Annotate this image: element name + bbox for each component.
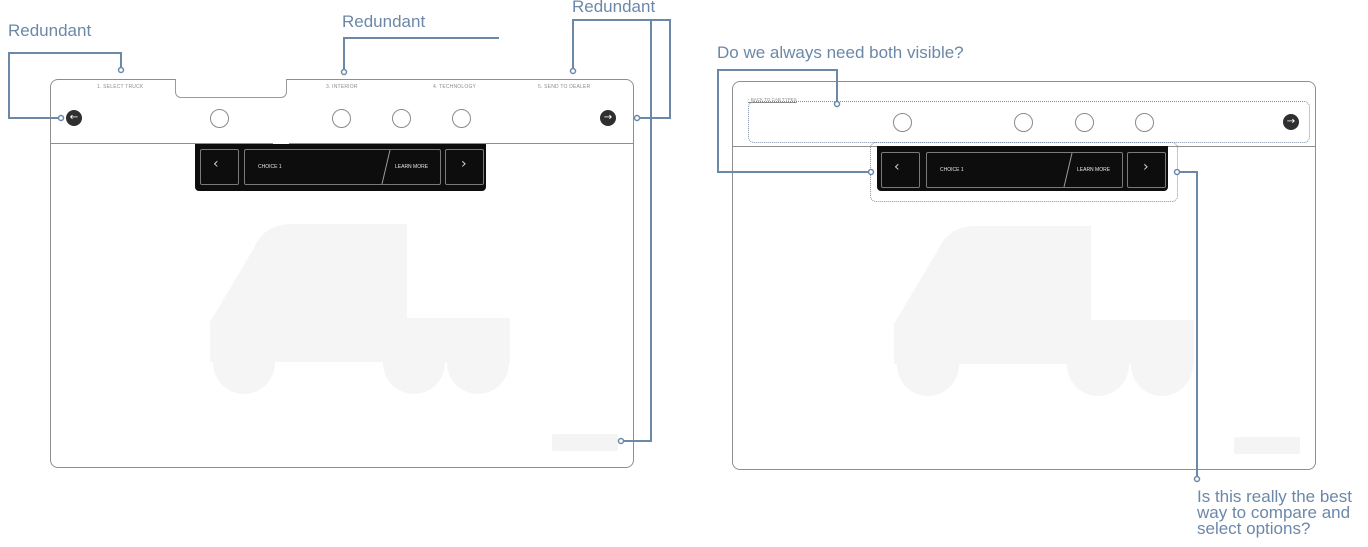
learn-more-label[interactable]: LEARN MORE (395, 164, 429, 170)
step-active-tab[interactable] (175, 79, 287, 98)
option-circle[interactable] (1014, 113, 1033, 132)
prev-choice-button[interactable] (881, 152, 920, 188)
annotation-redundant-right: Redundant (572, 0, 656, 16)
choice-divider-slash (1063, 152, 1073, 188)
option-circle[interactable] (392, 109, 411, 128)
bar-notch (273, 141, 289, 144)
next-choice-button[interactable] (445, 149, 484, 185)
truck-silhouette (894, 226, 1194, 396)
step-send-to-dealer[interactable]: 5. SEND TO DEALER (538, 84, 591, 90)
arrow-right-icon[interactable]: → (600, 110, 616, 126)
back-to-cab-types-link[interactable]: ‹ BACK TO CAB TYPES (748, 97, 797, 102)
choice-label: CHOICE 1 (258, 164, 282, 170)
learn-more-label[interactable]: LEARN MORE (1077, 167, 1111, 173)
option-circle[interactable] (332, 109, 351, 128)
step-technology[interactable]: 4. TECHNOLOGY (433, 84, 477, 90)
choice-box[interactable] (926, 152, 1123, 188)
chevron-right-icon: › (1143, 159, 1149, 175)
annotation-redundant-left: Redundant (8, 21, 92, 40)
option-circle[interactable] (1135, 113, 1154, 132)
choice-label: CHOICE 1 (940, 167, 964, 173)
arrow-left-icon[interactable]: ← (66, 110, 82, 126)
choice-box[interactable] (244, 149, 441, 185)
price-placeholder (552, 434, 618, 451)
arrow-right-icon[interactable]: → (1283, 114, 1299, 130)
option-circle[interactable] (452, 109, 471, 128)
chevron-left-icon: ‹ (213, 156, 219, 172)
step-interior[interactable]: 3. INTERIOR (326, 84, 358, 90)
header-divider (51, 143, 633, 144)
chevron-right-icon: › (461, 156, 467, 172)
option-circle[interactable] (893, 113, 912, 132)
prev-choice-button[interactable] (200, 149, 239, 185)
chevron-left-icon: ‹ (894, 159, 900, 175)
choice-divider-slash (381, 149, 391, 185)
bar-notch (953, 143, 969, 146)
next-choice-button[interactable] (1127, 152, 1166, 188)
truck-silhouette (210, 224, 510, 394)
annotation-redundant-middle: Redundant (342, 12, 426, 31)
option-circle[interactable] (1075, 113, 1094, 132)
step-select-truck[interactable]: 1. SELECT TRUCK (97, 84, 144, 90)
option-circle[interactable] (210, 109, 229, 128)
annotation-both-visible: Do we always need both visible? (717, 43, 964, 62)
price-placeholder (1234, 437, 1300, 454)
annotation-compare-options: Is this really the best way to compare a… (1197, 487, 1352, 538)
